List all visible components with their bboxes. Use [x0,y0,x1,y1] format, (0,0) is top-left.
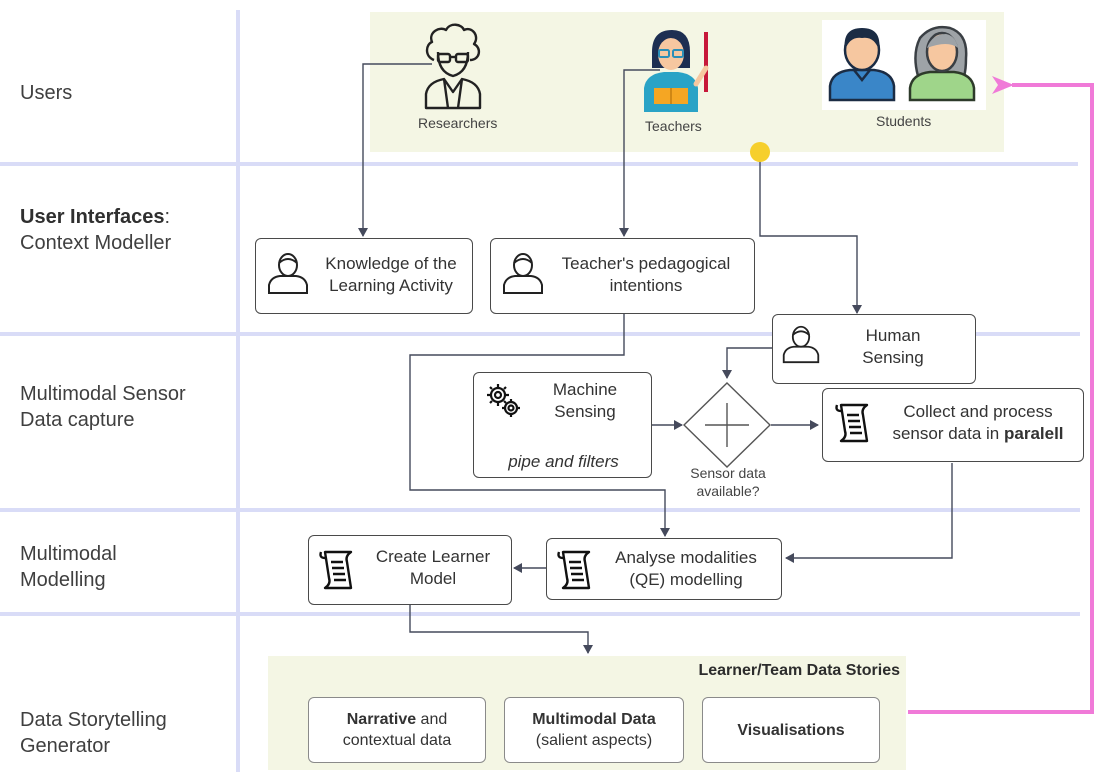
feedback-arrow [908,76,1094,714]
row-separator [0,508,1080,512]
collect-analyse-connector [785,463,953,563]
analyse-modalities-text: Analyse modalities(QE) modelling [615,548,757,589]
teacher-icon [644,30,709,112]
researchers-connector [358,63,432,237]
pipe-filters-text: pipe and filters [508,452,619,471]
row-separator [0,332,1080,336]
intentions-connector [409,313,670,537]
student-male-icon [828,28,896,102]
start-dot [750,142,770,162]
person-icon [782,325,820,364]
row-separator [0,612,1080,616]
researchers-label: Researchers [418,115,498,131]
multimodal-data-box[interactable]: Multimodal Data(salient aspects) [504,697,684,763]
gear-icon [487,384,520,417]
teachers-label: Teachers [645,118,702,134]
visualisations-box[interactable]: Visualisations [702,697,880,763]
script-icon [835,403,869,443]
data-stories-title: Learner/Team Data Stories [698,662,900,679]
person-icon [268,253,308,294]
column-divider [236,10,240,772]
students-label: Students [876,113,932,129]
person-icon [503,253,543,294]
gateway-diamond [682,382,772,468]
row-label-user-interfaces: User Interfaces:Context Modeller [20,206,172,254]
analyse-modalities-box[interactable]: Analyse modalities(QE) modelling [546,538,782,600]
researcher-icon [424,23,482,110]
multimodal-data-text: Multimodal Data(salient aspects) [532,711,656,749]
student-female-icon [908,25,976,102]
script-icon [557,550,591,590]
teachers-connector [619,69,660,237]
create-stories-connector [409,605,593,654]
row-label-users: Users [20,82,73,104]
human-gateway-connector [722,347,772,379]
row-separator [0,162,1078,166]
start-connector [759,152,862,314]
script-icon [319,550,353,590]
visualisations-text: Visualisations [737,721,845,739]
